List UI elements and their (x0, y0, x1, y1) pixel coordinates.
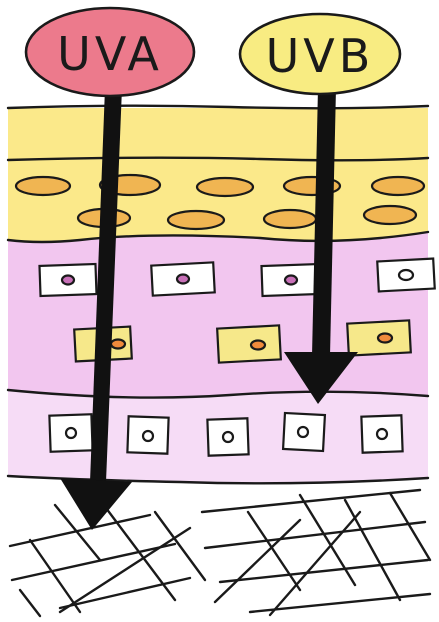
surface-line (8, 106, 428, 109)
oval-cell (364, 206, 416, 224)
oval-cell (16, 177, 70, 195)
uva-label: UVA (26, 8, 194, 96)
cell-nucleus (377, 429, 387, 439)
uvb-label: UVB (240, 14, 400, 94)
cell-nucleus (62, 276, 74, 285)
pink-tissue-layer (8, 232, 428, 398)
oval-cell (264, 210, 316, 228)
oval-cell (372, 177, 424, 195)
cell-nucleus (378, 334, 392, 343)
cell-nucleus (111, 340, 125, 349)
oval-cell (197, 178, 253, 196)
cell-nucleus (66, 428, 76, 438)
oval-cell (168, 211, 224, 229)
cell-nucleus (177, 275, 189, 284)
cell-nucleus (298, 427, 308, 437)
uvb-label-text: UVB (266, 29, 375, 83)
cell-nucleus (223, 432, 233, 442)
yellow-cell (217, 325, 281, 362)
cell-nucleus (251, 341, 265, 350)
uva-label-text: UVA (57, 27, 163, 81)
cell-nucleus (143, 431, 153, 441)
cell-nucleus (285, 276, 297, 285)
cell-nucleus (399, 270, 413, 280)
grid-icon (10, 490, 430, 616)
